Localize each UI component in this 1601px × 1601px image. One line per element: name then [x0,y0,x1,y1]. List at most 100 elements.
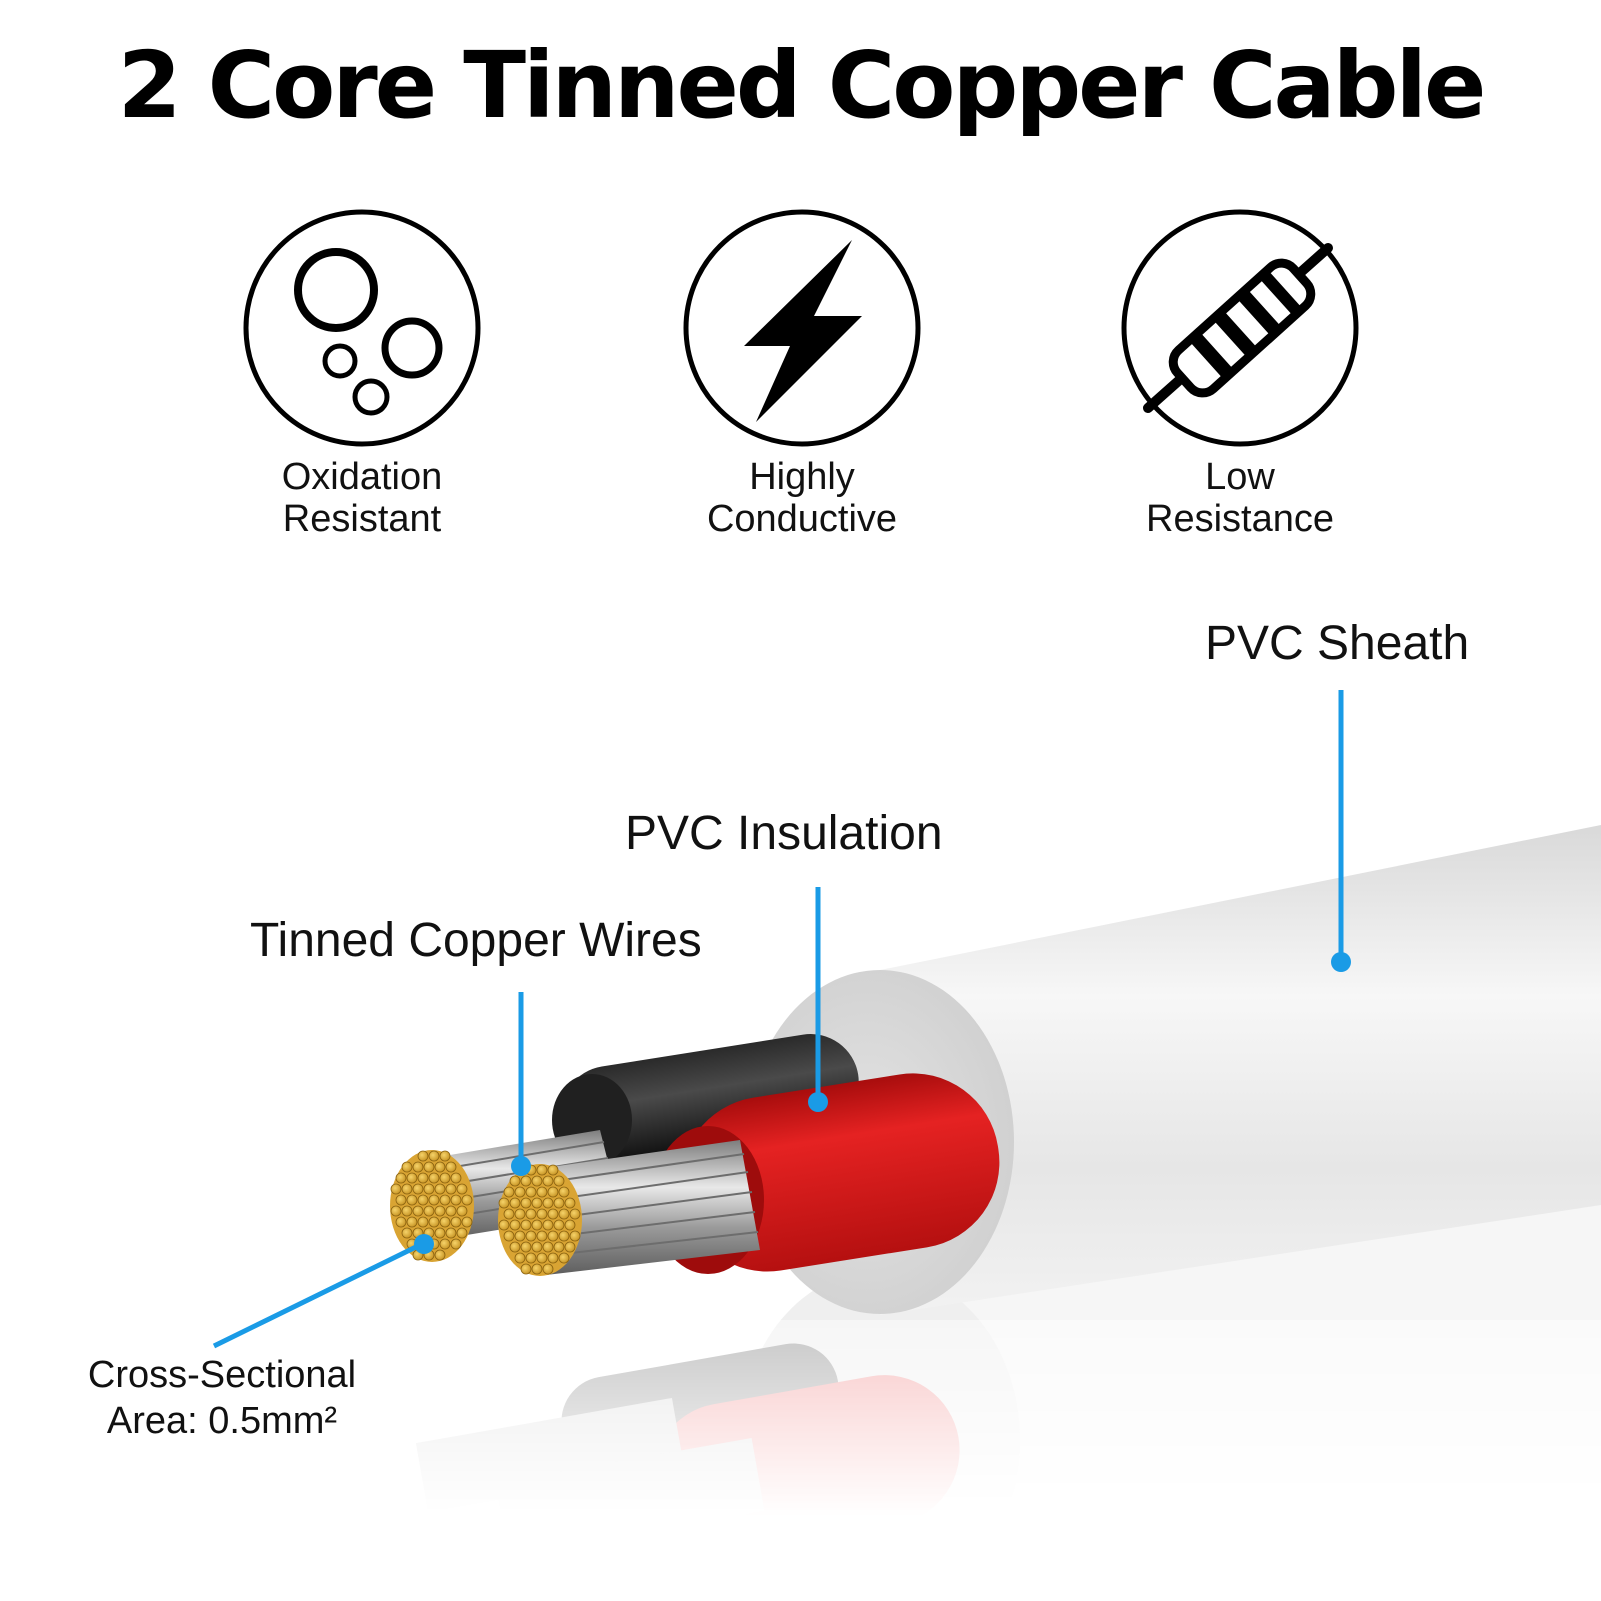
insulation-leader-dot [808,1092,828,1112]
copper-strand [401,1205,413,1217]
copper-strand [461,1216,473,1228]
copper-strand [569,1230,581,1242]
leader-lines [212,690,1351,1349]
copper-strand [423,1205,435,1217]
copper-strand [417,1150,429,1162]
feature-label-line2: Resistance [1146,498,1334,540]
copper-strand [564,1241,576,1253]
pvc-insulation-label: PVC Insulation [625,807,943,860]
copper-strand [525,1186,537,1198]
copper-strand [428,1194,440,1206]
copper-strand [395,1216,407,1228]
copper-strand [509,1175,521,1187]
copper-strand [542,1241,554,1253]
copper-strand [434,1205,446,1217]
copper-strand [558,1186,570,1198]
copper-strand [531,1175,543,1187]
copper-strand [520,1175,532,1187]
copper-strand [520,1197,532,1209]
copper-strand [525,1252,537,1264]
feature-label-line2: Resistant [282,498,442,540]
copper-strand [520,1219,532,1231]
feature-low-resistance: Low Resistance [1110,208,1370,540]
copper-strand [536,1230,548,1242]
copper-strand [439,1216,451,1228]
copper-strand [428,1216,440,1228]
copper-strand [553,1175,565,1187]
lightning-bolt-icon [683,209,921,447]
copper-strand [439,1150,451,1162]
copper-strand [536,1208,548,1220]
resistor-icon [1121,209,1359,447]
copper-strand [395,1172,407,1184]
copper-strand [434,1183,446,1195]
feature-label-line1: Oxidation [281,456,443,498]
copper-strand [520,1241,532,1253]
copper-strand [401,1161,413,1173]
copper-strand [553,1219,565,1231]
copper-strand [564,1219,576,1231]
copper-strand [417,1194,429,1206]
copper-strand [542,1175,554,1187]
copper-strand [417,1172,429,1184]
feature-label: Oxidation Resistant [232,456,492,540]
copper-strand [509,1219,521,1231]
copper-strand [547,1208,559,1220]
feature-label-line2: Conductive [706,498,898,540]
copper-strand [547,1164,559,1176]
copper-strand [417,1216,429,1228]
copper-strand [514,1186,526,1198]
cable-cross-section-diagram [0,690,1601,1601]
copper-strand [450,1238,462,1250]
copper-strand [525,1230,537,1242]
copper-strand [536,1252,548,1264]
copper-strand [564,1197,576,1209]
copper-strand [547,1230,559,1242]
feature-label-line1: Highly [749,456,855,498]
copper-strand [406,1216,418,1228]
copper-strand [412,1161,424,1173]
copper-strand [428,1150,440,1162]
copper-strand [423,1161,435,1173]
pvc-sheath-label: PVC Sheath [1205,617,1470,670]
copper-strand [439,1194,451,1206]
copper-strand [390,1205,402,1217]
copper-strand [553,1197,565,1209]
copper-strand [395,1194,407,1206]
copper-strand [547,1186,559,1198]
copper-strand [525,1208,537,1220]
copper-strand [445,1227,457,1239]
copper-strand [406,1194,418,1206]
copper-strand [428,1172,440,1184]
copper-strand [569,1208,581,1220]
copper-strand [531,1263,543,1275]
copper-strand [450,1172,462,1184]
copper-strand [536,1164,548,1176]
bubbles-icon [243,209,481,447]
wires-leader-dot [511,1156,531,1176]
copper-strand [401,1183,413,1195]
copper-strand [456,1205,468,1217]
copper-strand [456,1183,468,1195]
copper-strand [456,1227,468,1239]
copper-strand [542,1263,554,1275]
copper-strand [406,1172,418,1184]
area-label-line2: Area: 0.5mm² [106,1400,338,1442]
copper-strand [434,1227,446,1239]
copper-strand [434,1249,446,1261]
copper-strand [520,1263,532,1275]
copper-strand [445,1183,457,1195]
copper-strand [514,1230,526,1242]
area-leader-dot [414,1234,434,1254]
copper-strand [558,1230,570,1242]
copper-strand [553,1241,565,1253]
copper-strand [558,1208,570,1220]
area-leader [212,1241,424,1349]
copper-strand [558,1252,570,1264]
copper-strand [401,1227,413,1239]
copper-strand [412,1205,424,1217]
copper-strand [509,1241,521,1253]
feature-highly-conductive: Highly Conductive [672,208,932,540]
copper-strand [514,1208,526,1220]
tinned-copper-wires-label: Tinned Copper Wires [250,914,702,967]
